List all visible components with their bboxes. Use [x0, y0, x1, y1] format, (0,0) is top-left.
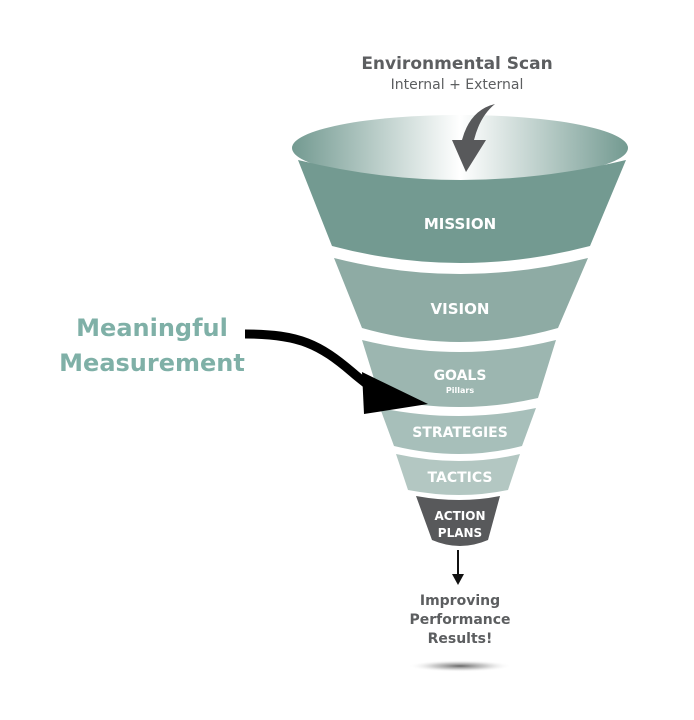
result-line-3: Results!: [428, 631, 493, 647]
funnel-band-mission: [298, 160, 626, 263]
stage-label-goals: GOALS: [434, 368, 487, 384]
funnel-band-tactics: [396, 454, 520, 495]
funnel-shadow: [408, 660, 512, 672]
result-line-1: Improving: [420, 593, 500, 609]
funnel-band-action-plans: [416, 496, 500, 546]
funnel-band-vision: [334, 258, 588, 342]
meaningful-measurement-line-1: Meaningful: [76, 314, 228, 342]
measurement-arrow-icon: [244, 329, 375, 392]
environmental-scan-title: Environmental Scan: [361, 54, 552, 74]
meaningful-measurement-line-2: Measurement: [59, 349, 245, 377]
funnel-band-goals: [362, 340, 556, 407]
result-arrow-head-icon: [452, 574, 464, 585]
stage-label-mission: MISSION: [424, 215, 496, 233]
measurement-arrow-head-icon: [362, 372, 428, 414]
stage-label-vision: VISION: [431, 300, 490, 318]
stage-label-action: ACTION: [435, 509, 486, 523]
stage-label-plans: PLANS: [438, 526, 482, 540]
environmental-scan-arrow-icon: [452, 104, 495, 172]
result-line-2: Performance: [409, 612, 510, 628]
environmental-scan-subtitle: Internal + External: [391, 77, 524, 93]
funnel-band-strategies: [380, 408, 536, 454]
stage-label-tactics: TACTICS: [428, 470, 493, 486]
stage-sublabel-pillars: Pillars: [446, 386, 474, 395]
stage-label-strategies: STRATEGIES: [412, 425, 508, 441]
